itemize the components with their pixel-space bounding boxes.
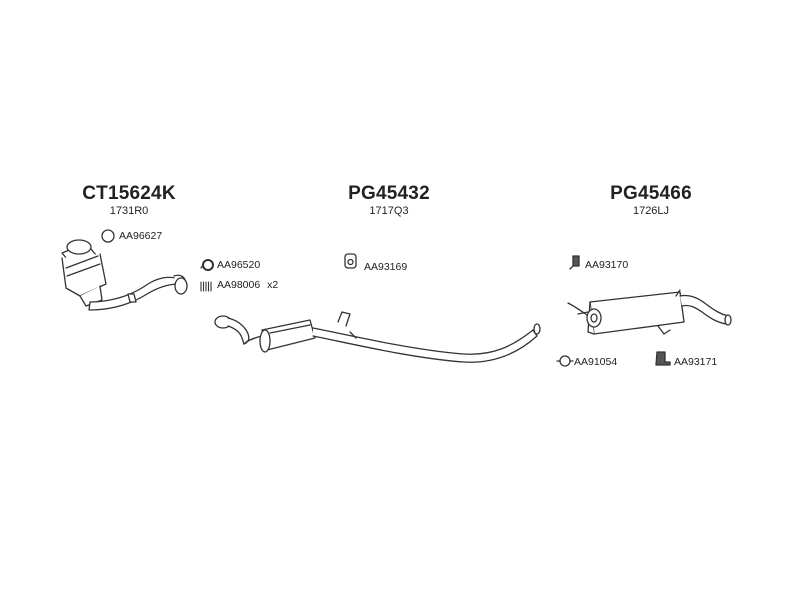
middle-silencer-part xyxy=(214,311,541,363)
part-number: AA98006 xyxy=(217,279,261,291)
support-bracket-icon xyxy=(655,351,671,366)
spring-bolt-icon xyxy=(200,281,212,292)
part-label-aa93171[interactable]: AA93171 xyxy=(674,356,718,368)
gasket-ring-icon xyxy=(101,229,115,243)
clamp-ring-icon xyxy=(200,259,214,271)
part-label-aa96520[interactable]: AA96520 xyxy=(217,259,261,271)
group-title-rear-silencer: PG45466 xyxy=(610,183,692,204)
clamp-icon xyxy=(556,355,574,367)
part-label-aa93169[interactable]: AA93169 xyxy=(364,261,408,273)
group-ref-middle-silencer: 1717Q3 xyxy=(369,205,409,217)
rubber-mount-icon xyxy=(344,253,357,269)
part-label-aa91054[interactable]: AA91054 xyxy=(574,356,618,368)
hanger-bracket-icon xyxy=(569,255,580,270)
rear-silencer-part xyxy=(567,289,732,335)
group-ref-catalyst: 1731R0 xyxy=(109,205,149,217)
catalyst-converter-part xyxy=(61,239,188,311)
part-label-aa96627[interactable]: AA96627 xyxy=(119,230,163,242)
group-ref-rear-silencer: 1726LJ xyxy=(632,205,670,217)
group-title-middle-silencer: PG45432 xyxy=(348,183,430,204)
part-label-aa98006[interactable]: AA98006 x2 xyxy=(217,279,278,291)
part-label-aa93170[interactable]: AA93170 xyxy=(585,259,629,271)
group-title-catalyst: CT15624K xyxy=(82,183,176,204)
part-quantity: x2 xyxy=(267,279,279,291)
